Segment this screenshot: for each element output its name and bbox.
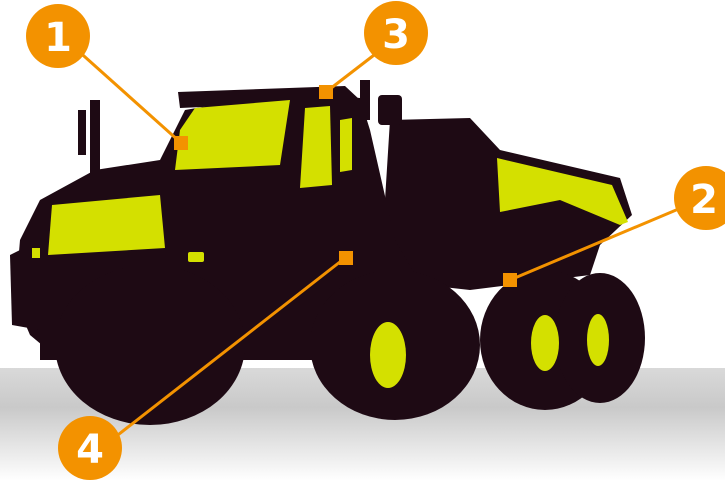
callout-number-2: 2 <box>690 177 718 223</box>
callout-marker-1 <box>174 136 188 150</box>
headlight <box>188 252 204 262</box>
callout-badge-3: 3 <box>364 1 428 65</box>
callout-badge-1: 1 <box>26 4 90 68</box>
middle-wheel-hub <box>531 315 559 371</box>
callout-marker-2 <box>503 273 517 287</box>
rear-wheel-hub <box>587 314 609 366</box>
callout-number-4: 4 <box>76 427 104 473</box>
callout-marker-4 <box>339 251 353 265</box>
front-wheel-hub <box>370 322 406 388</box>
side-window <box>300 106 332 188</box>
callout-number-1: 1 <box>44 15 72 61</box>
callout-number-3: 3 <box>382 12 410 58</box>
callout-badge-2: 2 <box>674 166 725 230</box>
callout-line-3 <box>326 52 378 92</box>
callout-marker-3 <box>319 85 333 99</box>
rear-window <box>340 118 352 172</box>
callout-badge-4: 4 <box>58 416 122 480</box>
indicator-light <box>32 248 40 258</box>
front-panel <box>48 195 165 255</box>
